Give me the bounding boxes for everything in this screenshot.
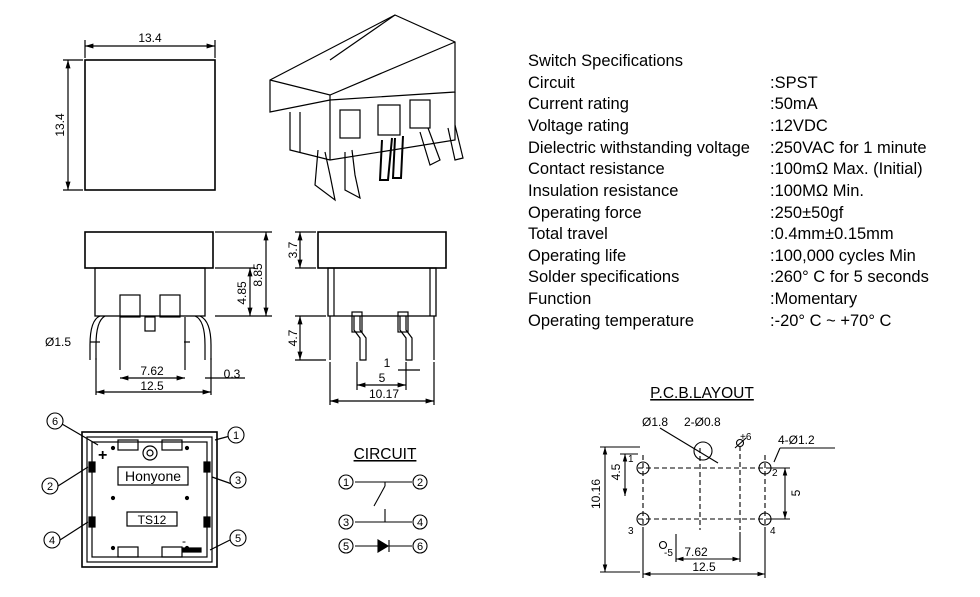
front-pin-thickness-dim: 0.3 (224, 367, 241, 381)
callout-5 (229, 529, 247, 547)
spec-value: :50mA (770, 95, 818, 113)
top-width-dim: 13.4 (138, 31, 162, 45)
callout-3-label: 3 (235, 475, 241, 487)
pcb-dim-7-62: 7.62 (684, 545, 708, 559)
spec-value: :Momentary (770, 290, 858, 308)
side-overall-width-dim: 10.17 (369, 387, 399, 401)
pcb-hole-led-minus (658, 540, 668, 550)
pcb-pin-hole-dim: 4-Ø1.2 (778, 433, 815, 447)
spec-value: :260° C for 5 seconds (770, 268, 929, 286)
pcb-led-hole-dim: 2-Ø0.8 (684, 415, 721, 429)
circuit-node-6: 6 (417, 541, 423, 553)
circuit-node-5: 5 (343, 541, 349, 553)
spec-label: Dielectric withstanding voltage (528, 139, 750, 157)
callout-6-label: 6 (52, 416, 58, 428)
spec-label: Contact resistance (528, 160, 665, 178)
side-pin-length-dim: 4.7 (286, 329, 300, 346)
pcb-large-hole-dim: Ø1.8 (642, 415, 668, 429)
pcb-led-plus-label: +6 (740, 432, 752, 443)
bottom-view (57, 423, 233, 568)
callout-2 (41, 477, 59, 495)
pcb-pin-label-1: 1 (628, 454, 634, 465)
pcb-pin-label-3: 3 (628, 526, 634, 537)
front-body-height-dim: 4.85 (235, 281, 249, 305)
pcb-hole-3 (636, 512, 650, 526)
callout-4 (43, 531, 61, 549)
pcb-dim-5: 5 (789, 489, 803, 496)
pcb-led-minus-label: -5 (664, 548, 673, 559)
spec-label: Function (528, 290, 591, 308)
bottom-plus-mark: + (98, 447, 107, 464)
callout-4-label: 4 (49, 535, 55, 547)
spec-value: :SPST (770, 74, 818, 92)
spec-value: :0.4mm±0.15mm (770, 225, 894, 243)
spec-label: Operating life (528, 247, 626, 265)
side-pin-offset-dim: 1 (384, 356, 391, 370)
spec-label: Operating temperature (528, 312, 694, 330)
spec-label: Total travel (528, 225, 608, 243)
pcb-dim-4-5: 4.5 (609, 463, 623, 480)
pcb-dim-12-5: 12.5 (692, 560, 716, 574)
switch-cap-square (84, 59, 216, 191)
spec-value: :12VDC (770, 117, 828, 135)
spec-table: Switch Specifications Circuit :SPST Curr… (528, 52, 929, 330)
bottom-minus-mark: - (182, 534, 186, 548)
front-view (84, 231, 272, 395)
pcb-dim-10-16: 10.16 (589, 479, 603, 509)
spec-label: Current rating (528, 95, 629, 113)
top-view (63, 40, 216, 191)
spec-value: :250VAC for 1 minute (770, 139, 927, 157)
front-pin-pitch-dim: 7.62 (140, 364, 164, 378)
spec-label: Operating force (528, 204, 642, 222)
pcb-hole-1 (636, 461, 650, 475)
callout-1-label: 1 (233, 430, 239, 442)
front-total-height-dim: 8.85 (251, 263, 265, 287)
spec-value: :100mΩ Max. (Initial) (770, 160, 923, 178)
front-pin-span-dim: 12.5 (140, 379, 164, 393)
circuit-node-1: 1 (343, 477, 349, 489)
spec-label: Circuit (528, 74, 575, 92)
bottom-model-label: TS12 (138, 513, 167, 527)
spec-label: Insulation resistance (528, 182, 678, 200)
callout-3 (229, 471, 247, 489)
callout-5-label: 5 (235, 533, 241, 545)
spec-value: :100MΩ Min. (770, 182, 864, 200)
spec-value: :250±50gf (770, 204, 844, 222)
circuit-node-4: 4 (417, 517, 423, 529)
circuit-node-2: 2 (417, 477, 423, 489)
pcb-pin-label-2: 2 (772, 468, 778, 479)
callout-1 (227, 426, 245, 444)
pcb-pin-label-4: 4 (770, 526, 776, 537)
pcb-title: P.C.B.LAYOUT (650, 385, 754, 402)
spec-heading: Switch Specifications (528, 52, 683, 70)
iso-view (269, 14, 464, 202)
spec-label: Voltage rating (528, 117, 629, 135)
spec-label: Solder specifications (528, 268, 679, 286)
side-view (295, 231, 447, 405)
side-pin-gap-dim: 5 (379, 371, 386, 385)
bottom-brand-label: Honyone (125, 468, 181, 484)
circuit-title: CIRCUIT (354, 446, 417, 463)
callout-6 (46, 412, 64, 430)
spec-value: :100,000 cycles Min (770, 247, 916, 265)
bottom-callouts (41, 412, 247, 549)
front-pin-diameter-dim: Ø1.5 (45, 335, 71, 349)
callout-2-label: 2 (47, 481, 53, 493)
circuit-node-3: 3 (343, 517, 349, 529)
pcb-hole-center (693, 441, 713, 461)
side-cap-height-dim: 3.7 (286, 241, 300, 258)
spec-value: :-20° C ~ +70° C (770, 312, 892, 330)
pcb-hole-led-plus (735, 438, 745, 448)
circuit-schematic (338, 474, 428, 554)
pcb-drawing (600, 427, 835, 578)
top-height-dim: 13.4 (53, 113, 67, 137)
